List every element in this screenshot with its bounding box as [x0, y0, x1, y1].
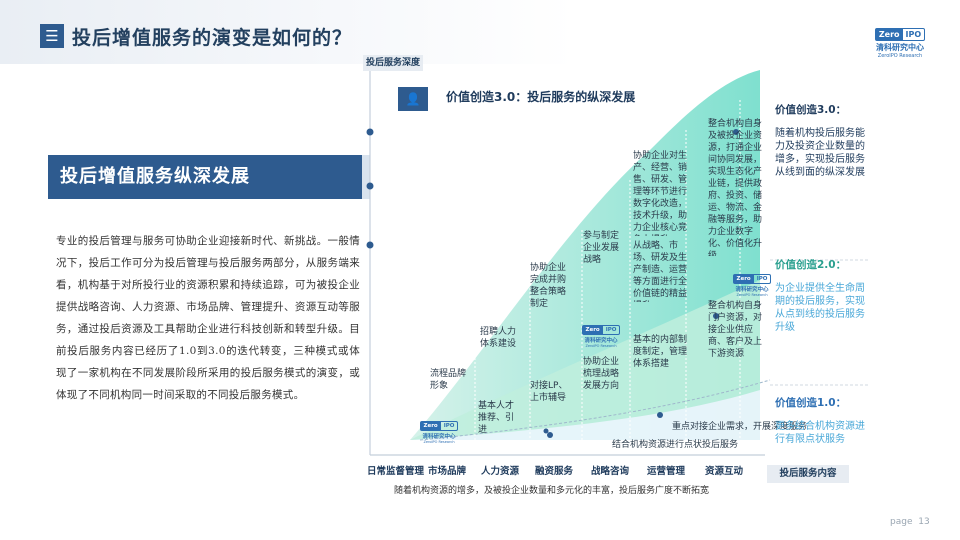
category-operations: 运营管理 — [647, 466, 686, 477]
curve-dot — [543, 428, 549, 434]
level1-region — [410, 390, 760, 440]
level3-desc: 价值创造3.0： 随着机构投后服务能力及投资企业数量的增多，实现投后服务从线到面… — [775, 102, 870, 179]
level2-region — [410, 280, 760, 440]
mini-logo-en: ZeroIPO Research — [423, 440, 455, 444]
level3-title: 价值创造3.0： — [775, 104, 847, 116]
mini-logo-cn: 清科研究中心 — [584, 338, 618, 344]
menu-icon: ☰ — [40, 24, 64, 48]
mini-logo-zero: Zero — [420, 422, 441, 430]
category-market-brand: 市场品牌 — [428, 466, 467, 477]
cell-digital: 协助企业对生产、经营、销售、研发、管理等环节进行数字化改造，技术升级，助力企业核… — [633, 151, 688, 236]
logo-cn: 清科研究中心 — [876, 43, 924, 52]
curve-dot — [657, 412, 663, 418]
level2-body: 为企业提供全生命周期的投后服务，实现从点到线的投后服务升级 — [775, 283, 865, 333]
service-diagram — [366, 70, 870, 456]
y-axis-label: 投后服务深度 — [363, 55, 423, 71]
wave-line — [419, 379, 771, 441]
logo-zero: Zero — [875, 29, 903, 40]
cell-talent: 基本人才推荐、引进 — [478, 401, 515, 435]
cell-deep-service: 重点对接企业需求，开展深度服务 — [672, 422, 808, 432]
level1-desc: 价值创造1.0： 更多结合机构资源进行有限点状服务 — [775, 395, 870, 446]
level1-title: 价值创造1.0： — [775, 397, 847, 409]
page-label: page — [890, 517, 913, 527]
y-axis-dot — [366, 182, 374, 190]
cell-strategy-direction: 协助企业梳理战略发展方向 — [583, 357, 620, 391]
person-add-icon: 👤 — [398, 87, 428, 111]
category-resource-interaction: 资源互动 — [705, 466, 744, 477]
logo-en: ZeroIPO Research — [877, 53, 923, 59]
cell-hr-system: 招聘人力体系建设 — [480, 327, 517, 349]
v3-header: 价值创造3.0：投后服务的纵深发展 — [446, 90, 636, 104]
page-number-value: 13 — [918, 517, 930, 527]
cell-lp-ipo: 对接LP、上市辅导 — [530, 381, 568, 403]
section-accent — [362, 155, 370, 199]
cell-supply-chain: 整合机构自身门户资源，对接企业供应商、客户及上下游资源 — [708, 301, 763, 359]
cell-point-service: 结合机构资源进行点状投后服务 — [612, 440, 739, 450]
mini-logo-cn: 清科研究中心 — [422, 434, 456, 440]
cell-value-chain: 从战略、市场、研发及生产制造、运营等方面进行全价值链的精益提升 — [633, 241, 688, 302]
header-band — [0, 0, 960, 64]
mini-logo-ipo: IPO — [756, 276, 768, 282]
page-number: page 13 — [890, 517, 930, 527]
level2-title: 价值创造2.0： — [775, 259, 847, 271]
cell-internal-rules: 基本的内部制度制定，管理体系搭建 — [633, 335, 688, 369]
cell-brand-image: 流程品牌形象 — [430, 369, 466, 391]
mini-logo-zero: Zero — [582, 326, 603, 334]
curve-dot — [547, 432, 553, 438]
mini-logo-ipo: IPO — [443, 423, 455, 429]
mini-logo-ipo: IPO — [605, 327, 617, 333]
bottom-note: 随着机构资源的增多，及被投企业数量和多元化的丰富，投后服务广度不断拓宽 — [394, 486, 710, 496]
category-daily-management: 日常监督管理 — [367, 466, 425, 477]
category-financing: 融资服务 — [535, 466, 574, 477]
mini-logo-en: ZeroIPO Research — [585, 344, 617, 348]
section-title: 投后增值服务纵深发展 — [48, 155, 362, 199]
level3-body: 随着机构投后服务能力及投资企业数量的增多，实现投后服务从线到面的纵深发展 — [775, 128, 865, 178]
level2-desc: 价值创造2.0： 为企业提供全生命周期的投后服务，实现从点到线的投后服务升级 — [775, 257, 870, 334]
mini-logo-cn: 清科研究中心 — [735, 287, 769, 293]
curve-dot — [713, 313, 719, 319]
mini-logo-zero: Zero — [733, 275, 754, 283]
logo-ipo: IPO — [905, 30, 922, 39]
y-axis-dot — [366, 241, 374, 249]
curve-dot — [733, 129, 739, 135]
category-strategy: 战略咨询 — [591, 466, 630, 477]
x-axis-label: 投后服务内容 — [767, 465, 849, 483]
category-hr: 人力资源 — [481, 466, 520, 477]
cell-strategy: 参与制定企业发展战略 — [583, 231, 620, 265]
y-axis-dot — [366, 128, 374, 136]
column-dividers — [474, 100, 741, 445]
body-paragraph: 专业的投后管理与服务可协助企业迎接新时代、新挑战。一般情况下，投后工作可分为投后… — [56, 235, 360, 401]
level1-body: 更多结合机构资源进行有限点状服务 — [775, 421, 865, 445]
page-title: 投后增值服务的演变是如何的？ — [72, 27, 353, 49]
cell-ma-strategy: 协助企业完成并购整合策略制定 — [530, 263, 567, 309]
cell-ecosystem: 整合机构自身及被投企业资源，打通企业间协同发展，实现生态化产业链，提供政府、投资… — [708, 119, 763, 256]
mini-logo-en: ZeroIPO Research — [736, 293, 768, 297]
